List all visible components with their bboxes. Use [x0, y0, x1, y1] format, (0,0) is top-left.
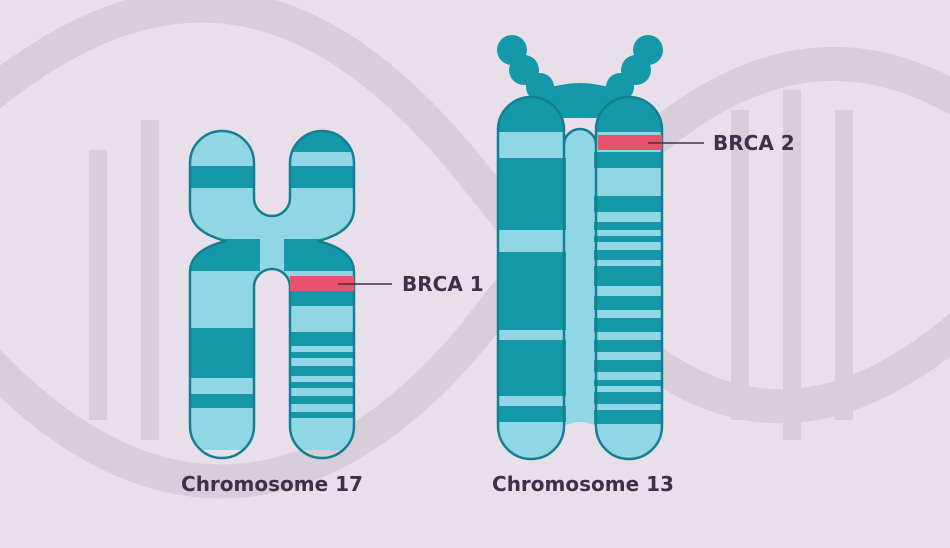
chromosome-13-bands [498, 97, 662, 459]
chromosome-13-outline [496, 95, 664, 461]
chromosome-17-outline [188, 129, 356, 460]
chromosome-13: BRCA 2 Chromosome 13 [492, 35, 795, 496]
dna-rungs [89, 90, 853, 440]
chromosome-13-label: Chromosome 13 [492, 472, 674, 496]
chromosome-17-label: Chromosome 17 [181, 472, 363, 496]
brca2-label: BRCA 2 [713, 131, 795, 155]
brca2-marker [598, 135, 662, 150]
brca1-marker [290, 276, 354, 291]
chromosome-17: BRCA 1 Chromosome 17 [181, 129, 484, 496]
brca1-label: BRCA 1 [402, 272, 484, 296]
